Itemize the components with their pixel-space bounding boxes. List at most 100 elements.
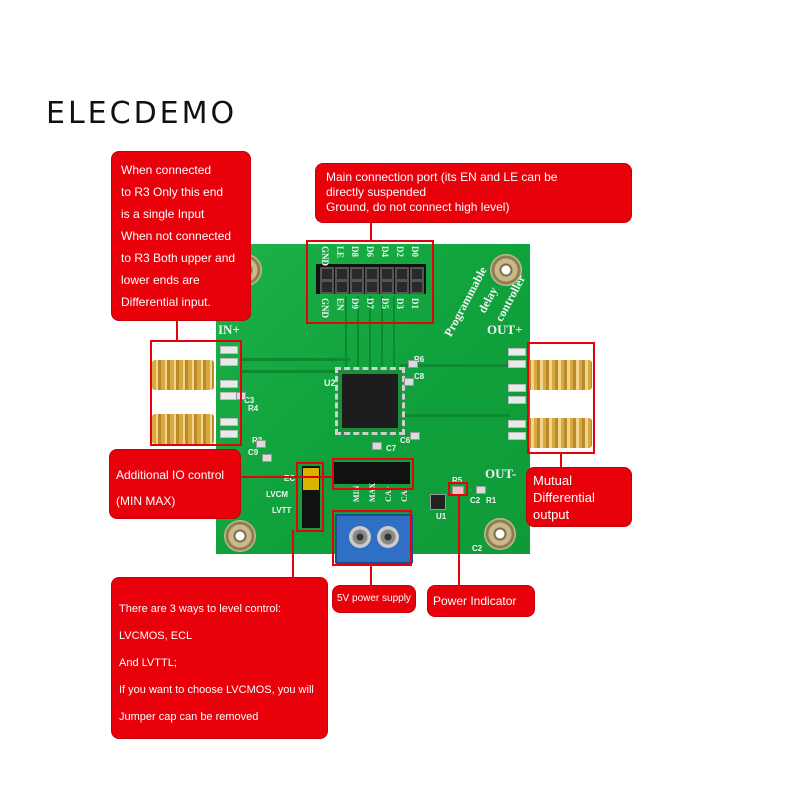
callout-text: When not connected — [121, 229, 232, 243]
callout-text: lower ends are — [121, 273, 200, 287]
component-label: C2 — [472, 544, 483, 553]
sma-connector-out-minus — [528, 418, 592, 448]
component-label: C3 — [244, 396, 255, 405]
jumper-cap[interactable] — [303, 468, 319, 490]
callout-text: to R3 Both upper and — [121, 251, 236, 265]
label-out-plus: OUT+ — [487, 322, 523, 337]
pcb-trace — [400, 364, 510, 367]
edge-pad — [508, 348, 526, 356]
callout-text: 5V power supply — [337, 593, 411, 604]
label-in-plus: IN+ — [218, 322, 240, 337]
component-label: C9 — [248, 448, 259, 457]
callout-power-supply: 5V power supply — [333, 586, 415, 612]
leader-line — [240, 476, 334, 478]
pcb-trace — [345, 296, 347, 374]
smd-component — [410, 432, 420, 440]
callout-text: When connected — [121, 163, 212, 177]
pcb-trace — [357, 296, 359, 374]
outline-power-supply — [332, 510, 412, 566]
edge-pad — [508, 420, 526, 428]
jumper-label-lvttl: LVTT — [272, 506, 292, 515]
component-label: C8 — [414, 372, 425, 381]
leader-line — [292, 530, 294, 578]
chip-label: U2 — [324, 378, 336, 388]
smd-component — [476, 486, 486, 494]
outline-jumper — [296, 462, 324, 532]
jumper-label-lvcmos: LVCM — [266, 490, 289, 499]
callout-main-port: Main connection port (its EN and LE can … — [316, 164, 631, 222]
component-label: C2 — [470, 496, 481, 505]
component-label: R4 — [248, 404, 259, 413]
leader-line — [370, 220, 372, 240]
screw-icon — [349, 526, 371, 548]
mounting-hole — [490, 254, 522, 286]
component-label: U1 — [436, 512, 447, 521]
power-terminal-block — [335, 514, 413, 564]
header-pin — [320, 280, 334, 294]
edge-pad — [508, 396, 526, 404]
pcb-trace — [393, 296, 395, 374]
callout-text: (MIN MAX) — [116, 494, 176, 508]
component-label: C6 — [400, 436, 411, 445]
component-label: R5 — [452, 476, 463, 485]
callout-power-indicator: Power Indicator — [428, 586, 534, 616]
aux-io-header — [334, 462, 410, 484]
header-pin — [395, 280, 409, 294]
callout-text: And LVTTL; — [119, 657, 177, 669]
header-pin — [350, 280, 364, 294]
edge-pad — [220, 418, 238, 426]
smd-component — [372, 442, 382, 450]
leader-line — [370, 566, 372, 586]
leader-line — [560, 454, 562, 470]
edge-pad — [220, 380, 238, 388]
pcb-trace — [381, 296, 383, 374]
header-pin — [380, 280, 394, 294]
mounting-hole — [224, 520, 256, 552]
leader-line — [176, 318, 178, 342]
edge-pad — [220, 358, 238, 366]
edge-pad — [508, 360, 526, 368]
leader-line — [458, 496, 460, 586]
edge-pad — [508, 432, 526, 440]
header-pin — [410, 280, 424, 294]
sma-connector-in-plus — [152, 360, 214, 390]
pcb-trace — [240, 370, 350, 373]
callout-text: Differential — [533, 490, 595, 505]
label-out-minus: OUT- — [485, 466, 517, 481]
callout-text: Differential input. — [121, 295, 211, 309]
smd-component — [408, 360, 418, 368]
callout-text: Mutual — [533, 473, 573, 488]
smd-component — [262, 454, 272, 462]
smd-component — [256, 440, 266, 448]
callout-text: directly suspended — [326, 185, 427, 199]
callout-text: to R3 Only this end — [121, 185, 224, 199]
header-pin — [335, 280, 349, 294]
brand-logo: ELECDEMO — [46, 96, 238, 131]
smd-component — [404, 378, 414, 386]
callout-diff-output: Mutual Differential output — [527, 468, 631, 526]
callout-text: There are 3 ways to level control: — [119, 603, 282, 615]
callout-text: output — [533, 507, 570, 522]
component-label: R6 — [414, 355, 425, 364]
sma-connector-in-minus — [152, 414, 214, 444]
mounting-hole — [484, 518, 516, 550]
callout-io-control: Additional IO control (MIN MAX) — [110, 450, 240, 518]
outline-input — [150, 340, 242, 446]
callout-input-note: When connected to R3 Only this end is a … — [112, 152, 250, 320]
outline-output — [527, 342, 595, 454]
edge-pad — [508, 384, 526, 392]
sma-connector-out-plus — [528, 360, 592, 390]
callout-text: If you want to choose LVCMOS, you will — [119, 684, 314, 696]
pcb-trace — [369, 296, 371, 374]
component-label: C7 — [386, 444, 397, 453]
callout-text: Additional IO control — [116, 468, 225, 482]
pcb-trace — [240, 358, 350, 361]
callout-text: Power Indicator — [433, 594, 517, 608]
delay-chip — [335, 367, 405, 435]
callout-level-control: There are 3 ways to level control: LVCMO… — [112, 578, 327, 738]
pcb-trace — [400, 414, 510, 417]
callout-text: LVCMOS, ECL — [119, 630, 193, 642]
screw-icon — [377, 526, 399, 548]
callout-text: Main connection port (its EN and LE can … — [326, 170, 558, 184]
edge-pad — [220, 346, 238, 354]
